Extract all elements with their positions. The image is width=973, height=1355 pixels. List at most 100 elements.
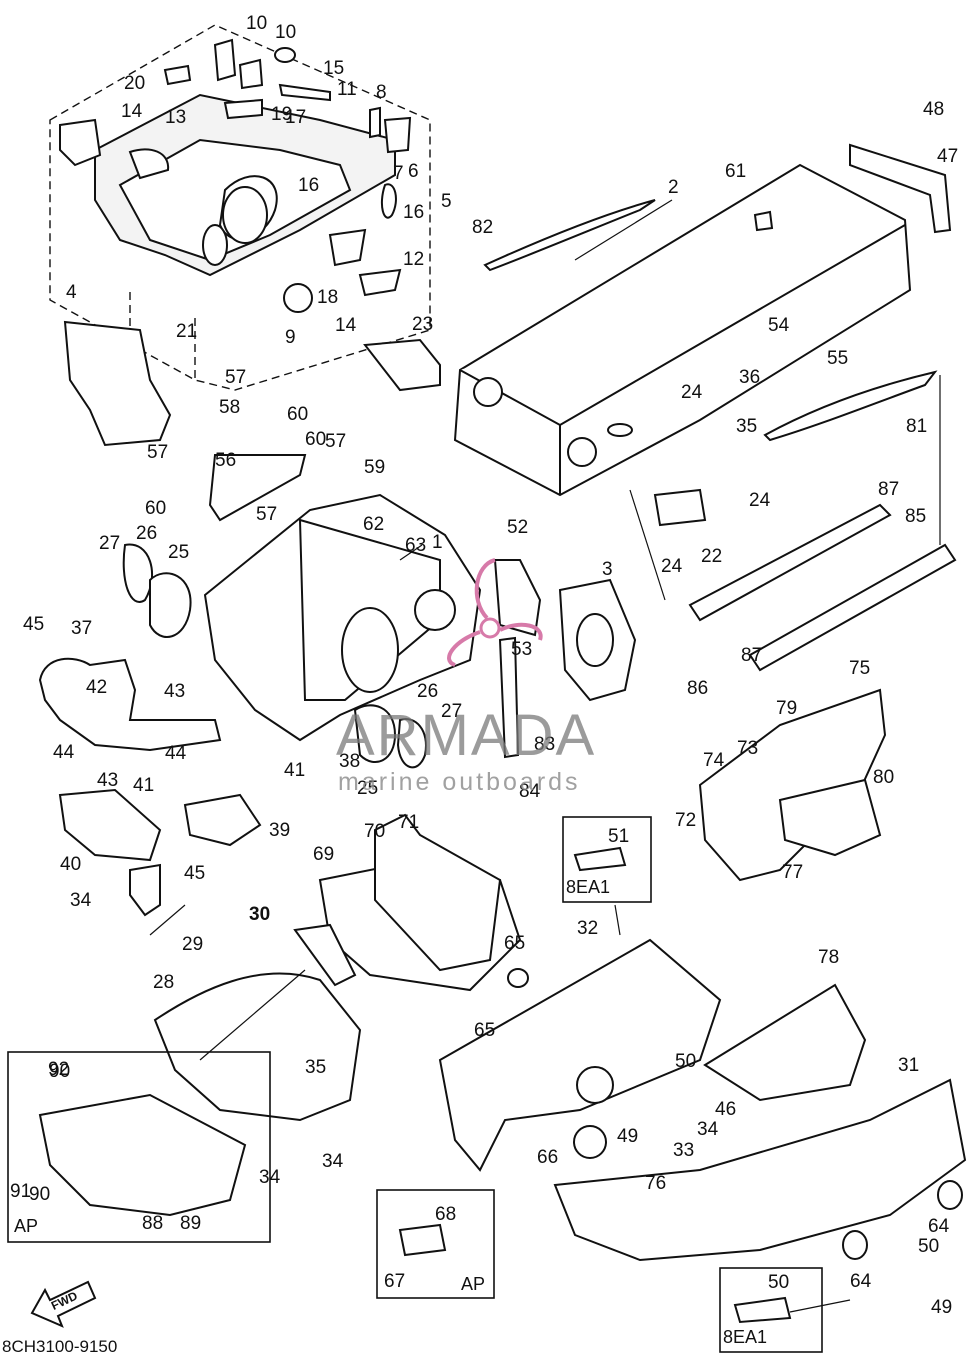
part-label-9: 9	[285, 327, 296, 348]
part-label-50: 50	[918, 1236, 939, 1257]
part-label-38: 38	[339, 751, 360, 772]
part-label-85: 85	[905, 506, 926, 527]
part-label-47: 47	[937, 146, 958, 167]
part-label-87: 87	[878, 479, 899, 500]
part-label-59: 59	[364, 457, 385, 478]
part-label-52: 52	[507, 517, 528, 538]
part-label-90: 90	[49, 1061, 70, 1082]
part-label-45: 45	[184, 863, 205, 884]
part-label-54: 54	[768, 315, 790, 336]
part-label-70: 70	[364, 821, 385, 842]
part-label-44: 44	[53, 742, 75, 763]
part-label-58: 58	[219, 397, 240, 418]
part-label-18: 18	[317, 287, 338, 308]
part-label-6: 6	[408, 161, 419, 182]
part-label-15: 15	[323, 58, 344, 79]
part-label-60: 60	[305, 429, 326, 450]
part-label-50: 50	[675, 1051, 696, 1072]
part-label-5: 5	[441, 191, 452, 212]
part-label-29: 29	[182, 934, 203, 955]
part-label-35: 35	[305, 1057, 326, 1078]
part-label-42: 42	[86, 677, 107, 698]
part-label-92: 92	[48, 1059, 69, 1080]
part-label-77: 77	[782, 862, 803, 883]
part-label-27: 27	[99, 533, 120, 554]
part-label-21: 21	[176, 321, 197, 342]
part-label-10: 10	[275, 22, 296, 43]
part-label-73: 73	[737, 738, 758, 759]
propeller-logo-icon	[447, 558, 543, 667]
part-label-46: 46	[715, 1099, 736, 1120]
part-label-66: 66	[537, 1147, 558, 1168]
part-label-69: 69	[313, 844, 334, 865]
front-frame-assembly	[38, 454, 637, 917]
part-label-24: 24	[661, 556, 683, 577]
liner-assembly	[38, 688, 967, 1262]
part-label-45: 45	[23, 614, 44, 635]
part-label-28: 28	[153, 972, 174, 993]
part-label-37: 37	[71, 618, 92, 639]
part-label-83: 83	[534, 734, 555, 755]
part-label-32: 32	[577, 918, 598, 939]
part-label-43: 43	[164, 681, 185, 702]
leader-lines	[149, 199, 941, 1313]
ap-left-label: AP	[14, 1216, 38, 1236]
part-label-57: 57	[256, 504, 277, 525]
part-label-16: 16	[403, 202, 424, 223]
watermark-tagline: marine outboards	[338, 768, 581, 796]
part-label-11: 11	[337, 79, 357, 100]
part-label-39: 39	[269, 820, 290, 841]
ea-top-label: 8EA1	[566, 877, 610, 897]
part-label-72: 72	[675, 810, 696, 831]
part-label-60: 60	[287, 404, 308, 425]
fwd-arrow-icon: FWD	[30, 1280, 97, 1328]
part-label-1: 1	[432, 532, 443, 553]
part-label-71: 71	[398, 812, 419, 833]
part-label-24: 24	[681, 382, 703, 403]
part-label-31: 31	[898, 1055, 919, 1076]
part-label-74: 74	[703, 750, 725, 771]
part-label-24: 24	[749, 490, 771, 511]
part-label-22: 22	[701, 546, 722, 567]
part-label-23: 23	[412, 314, 433, 335]
part-label-90: 90	[29, 1184, 50, 1205]
part-label-81: 81	[906, 416, 927, 437]
part-label-75: 75	[849, 658, 870, 679]
part-label-19: 19	[271, 104, 292, 125]
part-label-49: 49	[931, 1297, 952, 1318]
diagram-code: 8CH3100-9150	[2, 1337, 117, 1355]
part-label-41: 41	[133, 775, 154, 796]
part-label-63: 63	[405, 535, 426, 556]
part-label-79: 79	[776, 698, 797, 719]
part-label-33: 33	[673, 1140, 694, 1161]
deck-assembly	[363, 143, 957, 672]
part-label-14: 14	[121, 101, 143, 122]
part-label-16: 16	[298, 175, 319, 196]
part-label-10: 10	[246, 13, 267, 34]
part-label-34: 34	[322, 1151, 344, 1172]
part-label-89: 89	[180, 1213, 201, 1234]
part-label-25: 25	[357, 778, 378, 799]
part-label-82: 82	[472, 217, 493, 238]
part-label-67: 67	[384, 1271, 405, 1292]
part-label-34: 34	[259, 1167, 281, 1188]
part-label-30: 30	[249, 904, 270, 925]
part-label-26: 26	[136, 523, 157, 544]
part-label-76: 76	[645, 1173, 666, 1194]
part-label-12: 12	[403, 249, 424, 270]
part-label-14: 14	[335, 315, 357, 336]
part-label-60: 60	[145, 498, 166, 519]
part-label-20: 20	[124, 73, 145, 94]
part-label-88: 88	[142, 1213, 163, 1234]
part-label-41: 41	[284, 760, 305, 781]
part-label-7: 7	[393, 163, 404, 184]
detail-boxes: AP AP 8EA1 8EA1	[7, 816, 823, 1353]
part-label-40: 40	[60, 854, 81, 875]
part-label-56: 56	[215, 450, 236, 471]
part-label-48: 48	[923, 99, 944, 120]
part-label-84: 84	[519, 781, 541, 802]
part-label-53: 53	[511, 639, 532, 660]
ea-bottom-label: 8EA1	[723, 1327, 767, 1347]
